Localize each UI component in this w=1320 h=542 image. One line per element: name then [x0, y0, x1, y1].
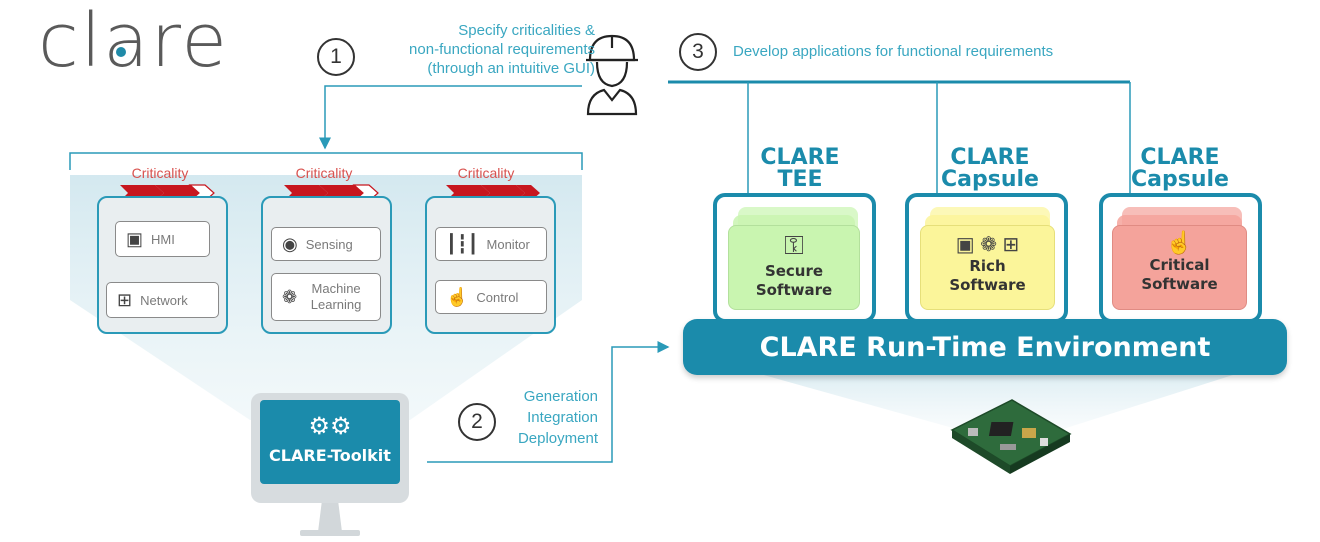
- left-bracket: [69, 152, 583, 170]
- criticality-label: Criticality: [295, 165, 353, 181]
- toolkit-screen[interactable]: ⚙⚙ CLARE-Toolkit: [260, 400, 400, 484]
- tile-monitor[interactable]: ┃┇┃ Monitor: [435, 227, 547, 261]
- runtime-environment-bar[interactable]: CLARE Run-Time Environment: [683, 319, 1287, 375]
- hand-control-icon: ☝: [446, 286, 469, 307]
- touch-screen-icon: ▣: [126, 228, 144, 249]
- step1-number: 1: [317, 38, 355, 76]
- clare-logo: clare: [38, 0, 229, 84]
- tile-control[interactable]: ☝ Control: [435, 280, 547, 314]
- board-icon: [950, 399, 1072, 474]
- criticality-label: Criticality: [457, 165, 515, 181]
- criticality-arrows: [120, 184, 540, 202]
- key-icon: ⚿: [784, 230, 804, 260]
- right-funnel: [710, 360, 1280, 430]
- step2-text: Generation Integration Deployment: [517, 388, 598, 447]
- tile-machine-learning[interactable]: ❁ Machine Learning: [271, 273, 381, 321]
- tile-sensing[interactable]: ◉ Sensing: [271, 227, 381, 261]
- step1-arrow: [319, 85, 582, 150]
- hand-control-icon: ☝: [1165, 230, 1194, 255]
- engineer-icon: [586, 34, 638, 116]
- logo-dot: [116, 47, 126, 57]
- monitor-stand: [318, 500, 342, 532]
- tile-network[interactable]: ⊞ Network: [106, 282, 219, 318]
- step2-number: 2: [458, 403, 496, 441]
- step3-number: 3: [679, 33, 717, 71]
- step1-text: Specify criticalities & non-functional r…: [409, 22, 595, 77]
- network-icon: ⊞: [117, 289, 133, 310]
- brain-icon: ❁: [282, 286, 298, 307]
- step3-text: Develop applications for functional requ…: [733, 43, 1054, 60]
- monitor-base: [300, 530, 360, 536]
- toolkit-label: CLARE-Toolkit: [269, 446, 391, 465]
- waveform-icon: ┃┇┃: [446, 233, 479, 254]
- step2-arrow: [427, 341, 670, 463]
- criticality-label: Criticality: [131, 165, 189, 181]
- gears-icon: ⚙⚙: [308, 412, 352, 440]
- tile-hmi[interactable]: ▣ HMI: [115, 221, 210, 257]
- eye-icon: ◉: [282, 233, 298, 254]
- rich-icons: ▣ ❁ ⊞: [955, 234, 1020, 256]
